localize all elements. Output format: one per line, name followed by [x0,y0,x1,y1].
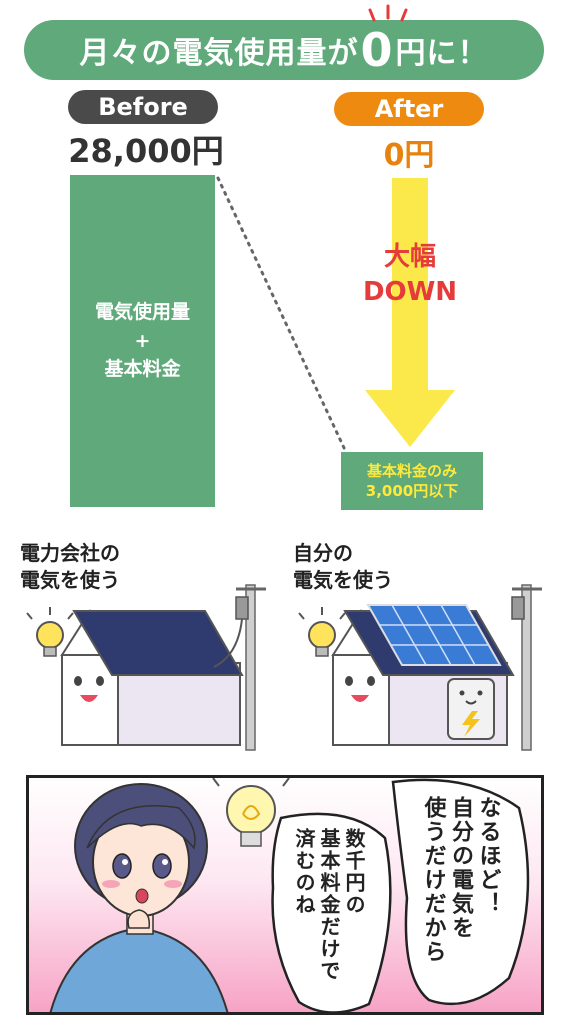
scene-label-utility: 電力会社の 電気を使う [20,540,120,594]
before-amount: 28,000円 [68,132,224,170]
idea-bulb-icon [212,778,290,847]
comparison-graphics [216,176,455,452]
battery-character-icon [447,678,495,740]
bubble-right-line3: 使うだけだから [420,796,446,964]
bubble-left-text: 数千円の 基本料金だけで 済むのね [291,828,366,1008]
headline-highlight: 0 [360,23,394,77]
scene-label-solar-line2: 電気を使う [293,568,393,592]
scene-label-utility-line1: 電力会社の [20,541,120,565]
bar-line-plus: + [134,329,151,352]
scene-label-utility-line2: 電気を使う [20,568,120,592]
speech-bubble-right [391,778,530,1006]
bar-line-usage: 電気使用量 [94,301,190,324]
bubble-right-text: なるほど！ 自分の電気を 使うだけだから [419,796,502,1006]
sparkle-icon [368,4,408,22]
bar-line-basic: 基本料金 [104,358,181,381]
after-box-line2: 3,000円以下 [365,482,459,500]
dotted-connector [216,176,347,452]
bubble-left-line2: 基本料金だけで [317,828,341,982]
headline-text-before: 月々の電気使用量が [79,36,359,71]
before-badge: Before [68,90,218,124]
after-amount: 0円 [383,138,435,173]
before-cost-bar: 電気使用量 + 基本料金 [70,175,215,507]
solar-panel-icon [366,604,502,666]
down-label: 大幅 DOWN [355,240,465,310]
bubble-left-line1: 数千円の [342,828,366,916]
after-cost-box: 基本料金のみ 3,000円以下 [341,452,483,510]
bubble-left-line3: 済むのね [292,828,316,916]
after-box-line1: 基本料金のみ [366,461,457,480]
utility-pole-icon [213,584,266,751]
bubble-right-line2: 自分の電気を [448,796,473,940]
scene-label-solar-line1: 自分の [293,541,353,565]
solar-bulb-icon [298,607,346,657]
bubble-right-line1: なるほど！ [475,796,501,916]
down-label-line2: DOWN [362,277,458,308]
woman-illustration [49,778,530,1012]
down-arrow-icon [365,178,455,447]
houses-illustration [26,584,542,751]
utility-bulb-icon [26,607,74,657]
solar-pole-icon [511,584,542,751]
after-badge: After [334,92,484,126]
manga-panel: なるほど！ 自分の電気を 使うだけだから 数千円の 基本料金だけで 済むのね [26,775,544,1015]
scene-label-solar: 自分の 電気を使う [293,540,393,594]
headline-text-after: 円に！ [395,36,489,71]
speech-bubble-left [271,812,392,1012]
utility-house-icon [60,609,244,746]
down-label-line1: 大幅 [383,242,436,272]
